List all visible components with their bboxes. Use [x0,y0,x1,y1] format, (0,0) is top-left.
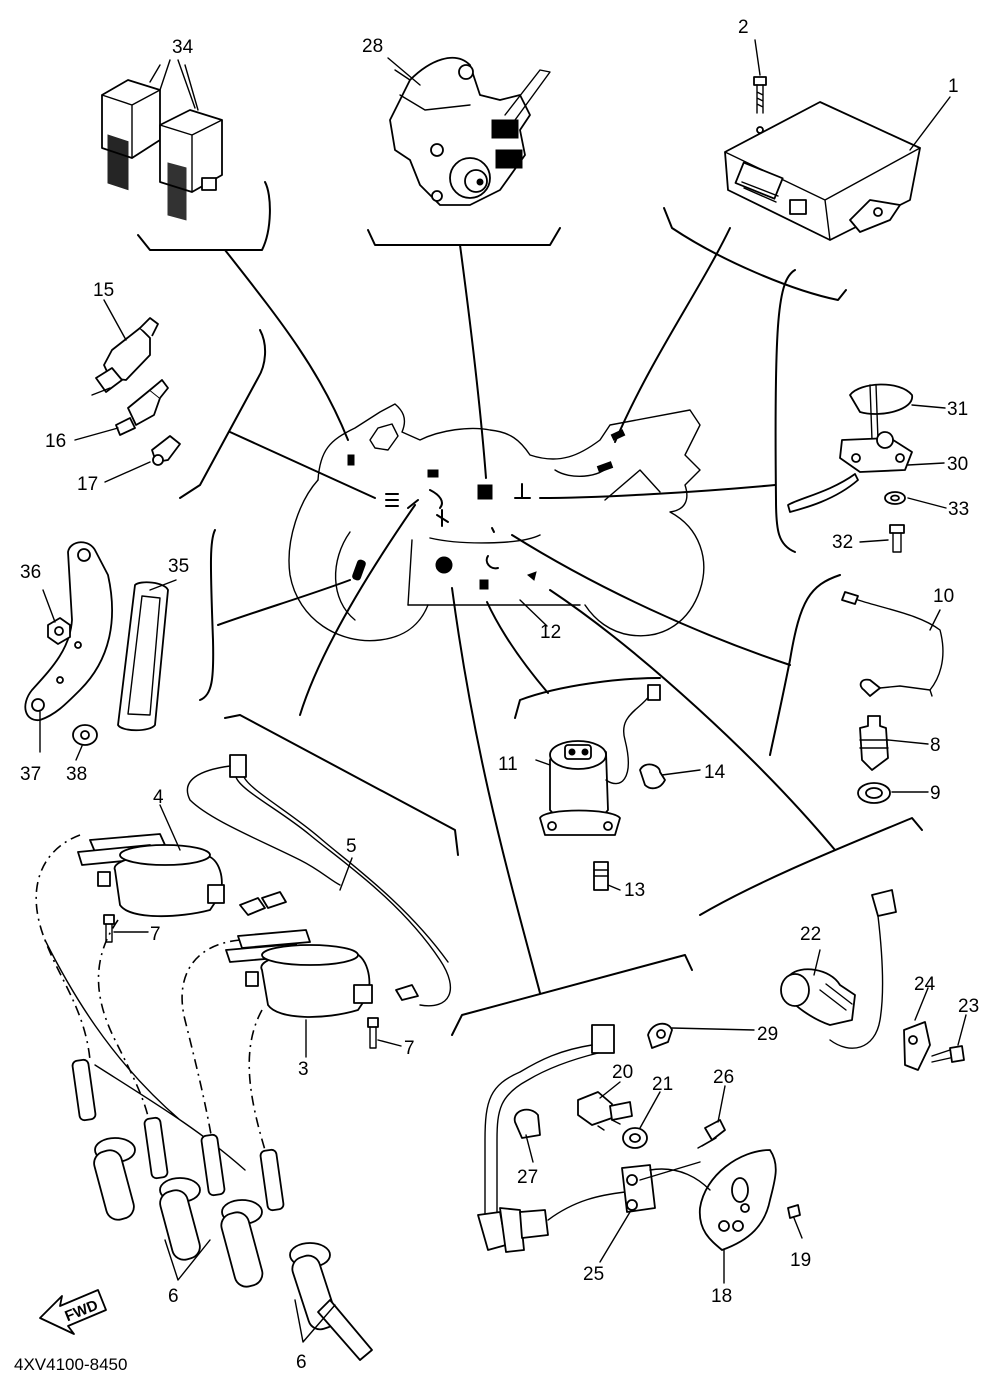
callout-38: 38 [66,764,87,785]
callout-26: 26 [713,1067,734,1088]
callout-28: 28 [362,36,383,57]
callout-16: 16 [45,431,66,452]
callout-32: 32 [832,532,853,553]
callout-24: 24 [914,974,936,995]
group-brackets [137,181,923,1036]
engine-outline [288,403,705,642]
callout-4: 4 [153,787,164,808]
pickup-parts-18-29 [477,1022,801,1253]
callout-labels: 1 2 3 4 5 6 6 7 7 8 9 10 11 12 13 14 15 … [20,17,979,1373]
callout-6b: 6 [296,1352,307,1373]
callout-35: 35 [168,556,189,577]
leader-lines [217,227,836,994]
switch-parts-15-16-17 [91,317,181,466]
callout-23: 23 [958,996,979,1017]
parts-8-9-10 [841,591,944,804]
callout-31: 31 [947,399,968,420]
sensor-parts-30-33 [787,383,913,553]
callout-29: 29 [757,1024,778,1045]
relay-part-34 [101,64,223,221]
callout-13: 13 [624,880,645,901]
callout-12: 12 [540,622,561,643]
callout-36: 36 [20,562,41,583]
callout-22: 22 [800,924,821,945]
callout-10: 10 [933,586,954,607]
bracket-parts-35-38 [24,541,169,746]
callout-9: 9 [930,783,941,804]
callout-7b: 7 [404,1038,415,1059]
spark-plug-leads-6 [35,834,373,1361]
callout-17: 17 [77,474,98,495]
callout-2: 2 [738,17,749,38]
parts-11-14 [539,684,666,891]
callout-25: 25 [583,1264,604,1285]
callout-3: 3 [298,1059,309,1080]
callout-37: 37 [20,764,41,785]
callout-6a: 6 [168,1286,179,1307]
callout-33: 33 [948,499,969,520]
callout-15: 15 [93,280,114,301]
forward-arrow: FWD [39,1289,107,1335]
callout-30: 30 [947,454,968,475]
sensor-part-28 [389,56,551,206]
sensor-parts-22-24 [780,889,965,1071]
callout-27: 27 [517,1167,538,1188]
callout-leaders [39,39,967,1343]
callout-18: 18 [711,1286,732,1307]
callout-1: 1 [948,76,959,97]
callout-19: 19 [790,1250,811,1271]
callout-14: 14 [704,762,726,783]
callout-11: 11 [498,754,518,775]
callout-34: 34 [172,37,194,58]
callout-21: 21 [652,1074,673,1095]
diagram-code: 4XV4100-8450 [14,1355,127,1374]
ignition-coils-3-4-5 [77,754,451,1049]
callout-7a: 7 [150,924,161,945]
callout-20: 20 [612,1062,633,1083]
ecu-part-1 [724,76,921,241]
callout-8: 8 [930,735,941,756]
callout-5: 5 [346,836,357,857]
